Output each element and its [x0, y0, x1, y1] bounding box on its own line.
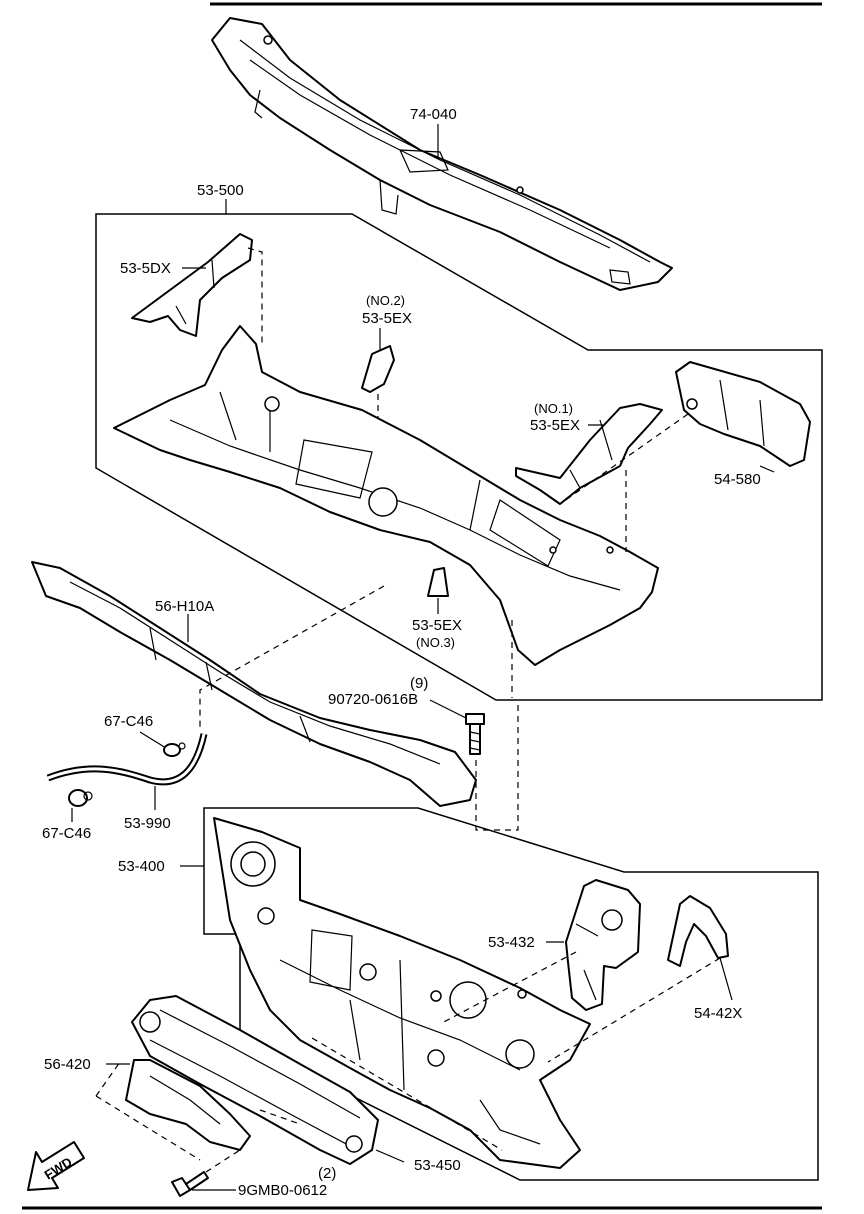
insulator-56-h10a[interactable]	[31, 561, 477, 807]
label-54-580: 54-580	[714, 471, 761, 488]
cowl-panel-74-040[interactable]	[211, 17, 673, 291]
label-56-h10a: 56-H10A	[155, 598, 214, 615]
label-56-420: 56-420	[44, 1056, 91, 1073]
label-53-5ex-no3-qualifier: (NO.3)	[416, 635, 455, 650]
crossmember-53-450[interactable]	[131, 995, 379, 1165]
label-bolt2-quantity: (2)	[318, 1165, 336, 1182]
leader-67-c46-top	[139, 731, 167, 749]
bracket-53-5dx[interactable]	[131, 233, 253, 337]
dash-54-42x	[547, 957, 721, 1063]
hose-53-990[interactable]	[46, 733, 208, 786]
insulator-54-42x[interactable]	[667, 895, 729, 967]
dash-bolt2	[205, 1149, 241, 1173]
insulator-54-580[interactable]	[675, 361, 811, 467]
label-53-990: 53-990	[124, 815, 171, 832]
label-54-42x: 54-42X	[694, 1005, 742, 1022]
dash-56-h10a	[199, 585, 385, 730]
label-74-040: 74-040	[410, 106, 457, 123]
leader-bolt	[429, 699, 467, 719]
leader-54-580	[759, 465, 775, 473]
label-bolt2-part: 9GMB0-0612	[238, 1182, 327, 1199]
dash-panel-53-400[interactable]	[213, 817, 591, 1169]
dash-53-5dx	[247, 247, 263, 345]
bolt-9gmb0-0612[interactable]	[171, 1171, 209, 1197]
label-53-5ex-no1-qualifier: (NO.1)	[534, 401, 573, 416]
label-53-500: 53-500	[197, 182, 244, 199]
label-53-400: 53-400	[118, 858, 165, 875]
bolt-90720-0616b[interactable]	[465, 713, 485, 755]
label-53-5ex-no3: 53-5EX	[412, 617, 462, 634]
dash-bolt	[475, 700, 519, 831]
label-bolt-quantity: (9)	[410, 675, 428, 692]
dash-54-580	[559, 413, 689, 505]
frame-53-500	[95, 213, 823, 701]
dash-53-432	[439, 951, 577, 1025]
fwd-arrow-icon: FWD	[27, 1141, 85, 1191]
label-53-432: 53-432	[488, 934, 535, 951]
bracket-53-5ex-no1[interactable]	[515, 403, 663, 505]
clamp-67-c46-bottom[interactable]	[68, 789, 93, 807]
reinforcement-53-432[interactable]	[565, 879, 641, 1011]
label-53-5dx: 53-5DX	[120, 260, 171, 277]
label-53-5ex-no1: 53-5EX	[530, 417, 580, 434]
label-53-450: 53-450	[414, 1157, 461, 1174]
label-53-5ex-no2-qualifier: (NO.2)	[366, 293, 405, 308]
label-67-c46-top: 67-C46	[104, 713, 153, 730]
leader-54-42x	[719, 957, 733, 1001]
label-67-c46-bottom: 67-C46	[42, 825, 91, 842]
dash-lower-panel-53-500[interactable]	[113, 325, 659, 666]
bracket-53-5ex-no3[interactable]	[427, 567, 449, 597]
label-53-5ex-no2: 53-5EX	[362, 310, 412, 327]
dash-56-420	[95, 1061, 301, 1161]
dash-53-450	[311, 1037, 503, 1151]
clamp-67-c46-top[interactable]	[163, 742, 186, 757]
frame-53-400	[203, 807, 819, 1181]
label-bolt-part: 90720-0616B	[328, 691, 418, 708]
insulator-56-420[interactable]	[125, 1059, 251, 1151]
bracket-53-5ex-no2[interactable]	[361, 345, 395, 393]
leader-53-450	[375, 1149, 405, 1163]
